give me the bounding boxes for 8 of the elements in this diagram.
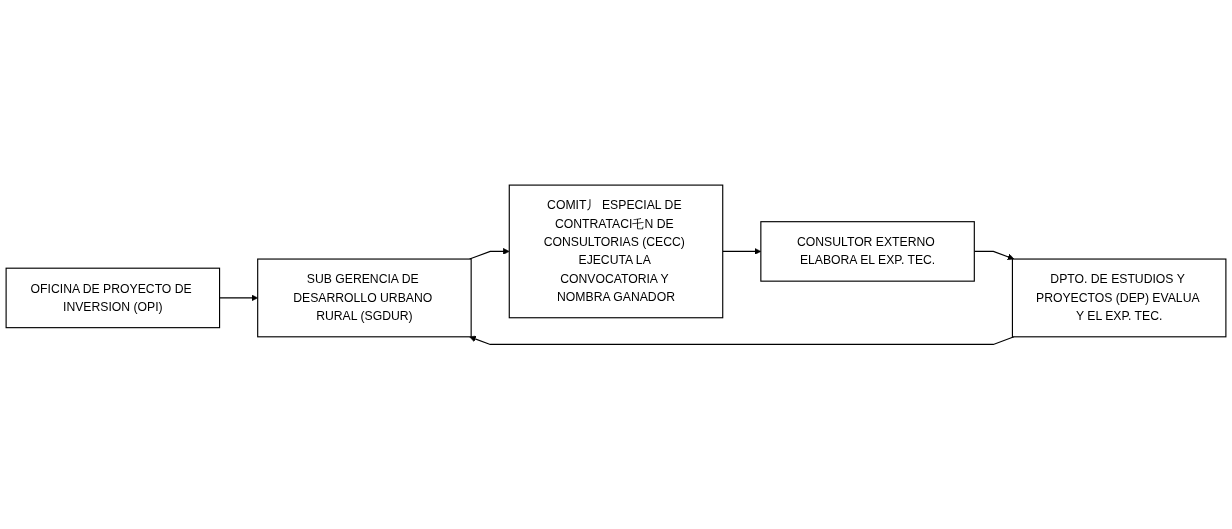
node-box: OFICINA DE PROYECTO DE INVERSION (OPI) — [5, 267, 221, 328]
node-box: DPTO. DE ESTUDIOS Y PROYECTOS (DEP) EVALUA Y EL EXP. TEC. — [1011, 258, 1227, 338]
arrow — [469, 247, 510, 260]
arrow — [469, 335, 1015, 345]
node-box: SUB GERENCIA DE DESARROLLO URBANO RURAL (SGDUR) — [257, 258, 472, 338]
node-box: COMIT丿 ESPECIAL DE CONTRATACI乇N DE CONSULTORIAS (CECC) EJECUTA LA CONVOCATORIA Y NOMBRA GANADOR — [508, 184, 724, 319]
node-box: CONSULTOR EXTERNO ELABORA EL EXP. TEC. — [760, 220, 975, 282]
arrow — [219, 294, 258, 301]
